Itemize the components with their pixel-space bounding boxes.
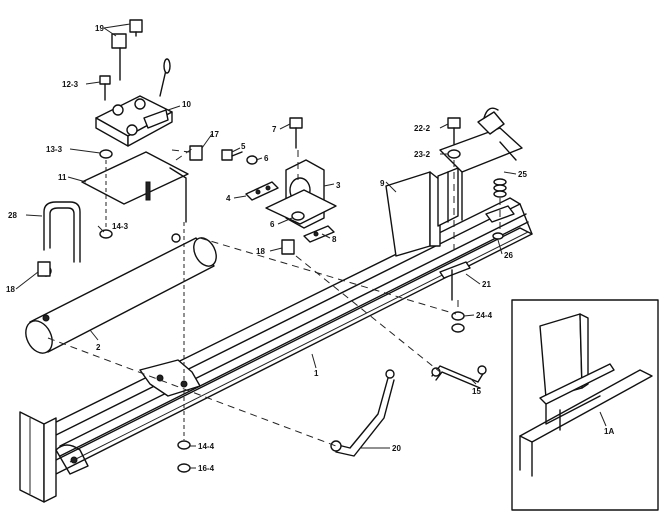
callout-14-4: 14-4 (198, 442, 215, 451)
callout-5: 5 (241, 142, 246, 151)
latch-26 (477, 107, 505, 135)
washer-23-2 (447, 149, 461, 159)
hose-15 (431, 365, 487, 389)
valve-bracket (81, 151, 189, 223)
callout-17: 17 (210, 130, 219, 139)
callout-10: 10 (182, 100, 191, 109)
leader-lines (15, 23, 607, 469)
callout-19: 19 (95, 24, 104, 33)
callout-13-3: 13-3 (46, 145, 63, 154)
bracket-25 (439, 127, 523, 221)
fitting-19 (111, 19, 143, 81)
elbow-17 (171, 145, 203, 161)
callout-labels: 19 12-3 10 13-3 11 17 5 6 7 3 4 6 8 9 22… (6, 24, 614, 473)
bolt-12-3 (99, 75, 111, 101)
callout-6b: 6 (270, 220, 275, 229)
callout-7: 7 (272, 125, 277, 134)
callout-20: 20 (392, 444, 401, 453)
callout-11: 11 (58, 173, 67, 182)
spring (493, 178, 507, 198)
front-cradle (55, 444, 89, 475)
bracket-21 (439, 261, 471, 301)
end-plate (19, 411, 57, 503)
bolt-22-2 (447, 117, 461, 145)
nut-24-4 (451, 311, 465, 333)
callout-14-3: 14-3 (112, 222, 129, 231)
callout-16-4: 16-4 (198, 464, 215, 473)
bolt-7 (289, 117, 303, 149)
callout-21: 21 (482, 280, 491, 289)
nut-13-3 (99, 149, 113, 159)
callout-28: 28 (8, 211, 17, 220)
plate-4 (245, 181, 279, 201)
callout-18-left: 18 (6, 285, 15, 294)
washer-14-4 (177, 440, 191, 450)
washer-6b (291, 211, 305, 221)
control-valve (95, 58, 173, 147)
plate-4b (303, 225, 335, 243)
bolt-5 (221, 149, 243, 161)
callout-2: 2 (96, 343, 101, 352)
washer-6 (246, 155, 258, 165)
callout-23-2: 23-2 (414, 150, 431, 159)
callout-9: 9 (380, 179, 385, 188)
elbow-18-left (37, 261, 51, 277)
callout-26: 26 (504, 251, 513, 260)
inset-detail (511, 299, 659, 511)
wedge-post (437, 167, 459, 227)
callout-6: 6 (264, 154, 269, 163)
callout-3: 3 (336, 181, 341, 190)
callout-22-2: 22-2 (414, 124, 431, 133)
callout-1a: 1A (604, 427, 614, 436)
callout-4: 4 (226, 194, 231, 203)
callout-12-3: 12-3 (62, 80, 79, 89)
hose-20 (330, 369, 395, 457)
callout-18-mid: 18 (256, 247, 265, 256)
nut-16-4 (177, 463, 191, 473)
wedge-9 (385, 171, 441, 257)
callout-25: 25 (518, 170, 527, 179)
callout-8: 8 (332, 235, 337, 244)
u-bolt-28 (43, 201, 81, 263)
callout-1: 1 (314, 369, 319, 378)
callout-15: 15 (472, 387, 481, 396)
elbow-18-mid (281, 239, 295, 255)
callout-24-4: 24-4 (476, 311, 493, 320)
cylinder-anchor (139, 359, 201, 397)
wedge-bracket-3 (265, 159, 337, 229)
assembly-lines (47, 145, 501, 447)
nut-14-3 (99, 229, 113, 239)
